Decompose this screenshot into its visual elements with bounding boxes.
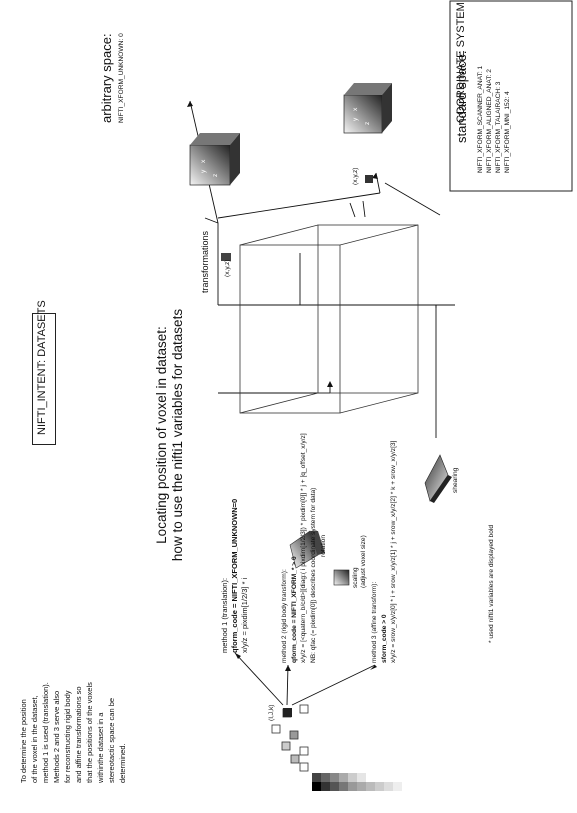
voxel-ijk-label: (I,J,k) xyxy=(268,704,275,721)
xyz-voxel-standard xyxy=(365,175,373,183)
shearing-label: shearing xyxy=(452,467,459,493)
arbitrary-cube-axis-z: z xyxy=(212,173,219,177)
xyz-voxel-small xyxy=(221,253,231,261)
standard-space-codes: NIFTI_XFORM_SCANNER_ANAT: 1 NIFTI_XFORM_… xyxy=(477,65,511,173)
method2: method 2 (rigid body transform): qform_c… xyxy=(281,433,317,663)
standard-cube-axis-x: x xyxy=(352,107,359,111)
intent-label: NIFTI_INTENT: DATASETS xyxy=(36,300,48,435)
standard-cube xyxy=(343,83,392,134)
rotation-label: rotation xyxy=(320,535,327,557)
voxel-strip xyxy=(312,773,402,791)
page-title: Locating position of voxel in dataset: h… xyxy=(154,308,185,562)
scaling-label: scaling (adjust voxel size) xyxy=(352,535,367,588)
method1: method 1 (translation): qform_code = NIF… xyxy=(220,498,249,653)
standard-space-title: standard space: xyxy=(454,50,469,143)
arbitrary-cube xyxy=(189,133,240,186)
scaling-cube xyxy=(333,569,350,586)
method3: method 3 (affine transform): sform_code … xyxy=(371,440,397,663)
arbitrary-space-code: NIFTI_XFORM_UNKNOWN: 0 xyxy=(118,33,125,123)
method-arrows xyxy=(234,652,376,706)
method-arrowheads xyxy=(235,653,377,671)
transformations-label: transformations xyxy=(200,230,210,293)
coordinate-system-box xyxy=(449,0,573,192)
arbitrary-cube-axis-y: y xyxy=(200,169,207,173)
footnote: * used nifti1 variables are displayed bo… xyxy=(488,524,495,643)
arbitrary-space-title: arbitrary space: xyxy=(99,33,114,123)
transformation-arrowheads xyxy=(187,101,378,387)
shearing-shape xyxy=(424,454,452,503)
standard-cube-axis-y: y xyxy=(352,117,359,121)
xyz-label-standard: (x,y,z) xyxy=(352,167,359,185)
xyz-label: (x,y,z) xyxy=(224,259,231,277)
rotation-cube xyxy=(289,530,325,569)
standard-wireframe xyxy=(239,224,419,414)
voxel-ijk xyxy=(283,708,292,717)
arbitrary-cube-axis-x: x xyxy=(200,159,207,163)
standard-cube-axis-z: z xyxy=(364,121,371,125)
